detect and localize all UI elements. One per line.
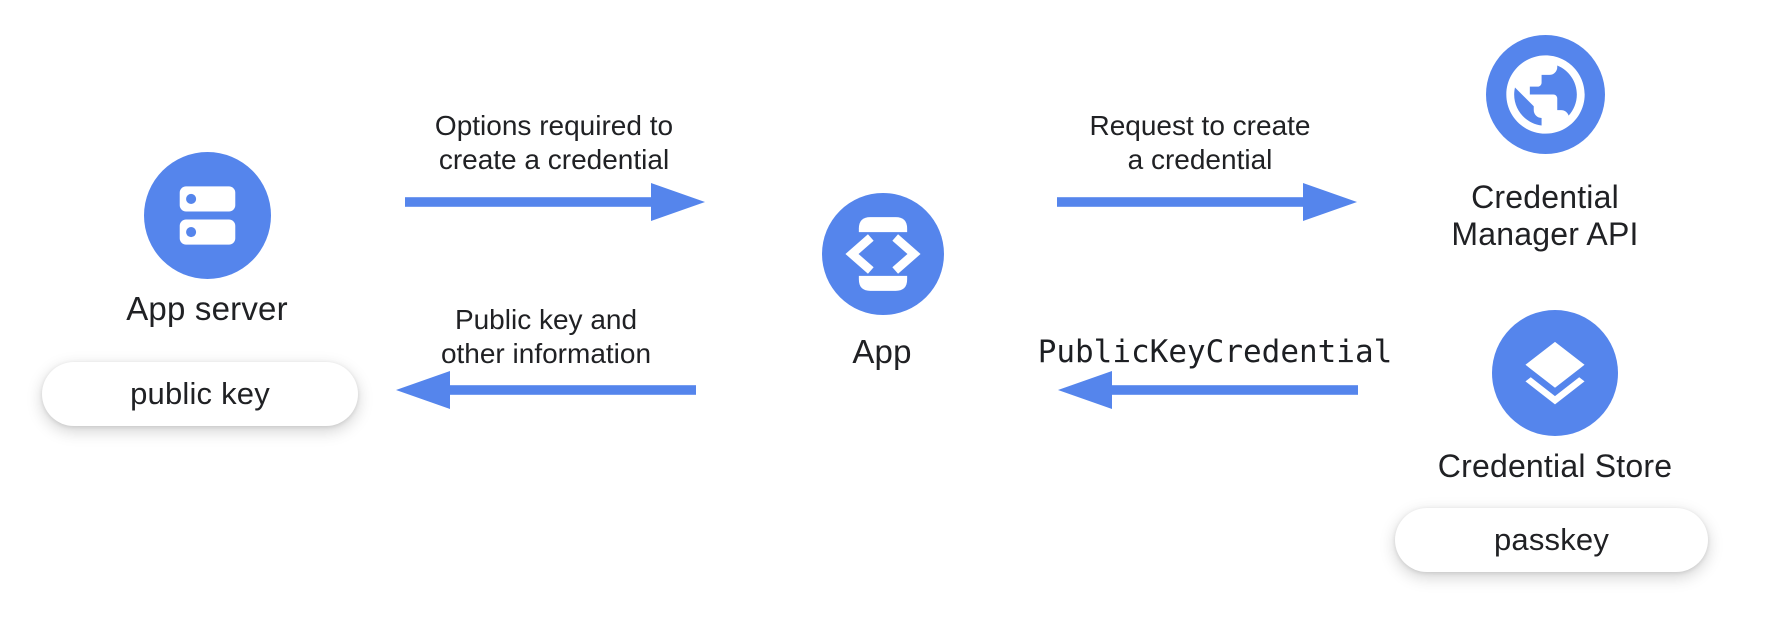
arrow-label-request: Request to create a credential	[1060, 109, 1340, 177]
app-label: App	[852, 333, 912, 370]
arrow-label-request-line2: a credential	[1127, 144, 1273, 175]
public-key-badge: public key	[42, 362, 358, 426]
passkey-badge-label: passkey	[1493, 522, 1610, 557]
arrow-right-request	[1057, 180, 1357, 224]
arrow-right-options	[405, 180, 705, 224]
arrow-left-publickeycredential	[1058, 368, 1358, 412]
globe-icon	[1486, 35, 1605, 154]
credential-store-label: Credential Store	[1437, 448, 1673, 484]
server-icon	[144, 152, 271, 279]
arrow-left-publickey-info	[396, 368, 696, 412]
credential-manager-api-label-line1: Credential	[1471, 179, 1619, 215]
app-server-label: App server	[126, 290, 288, 327]
arrow-label-request-line1: Request to create	[1089, 110, 1311, 141]
layers-icon	[1492, 310, 1618, 436]
passkey-badge: passkey	[1395, 508, 1708, 572]
arrow-label-options: Options required to create a credential	[405, 109, 703, 177]
arrow-label-publickey-info: Public key and other information	[420, 303, 672, 371]
public-key-badge-label: public key	[130, 376, 270, 411]
arrow-label-options-line2: create a credential	[438, 144, 670, 175]
arrow-label-options-line1: Options required to	[434, 110, 674, 141]
arrow-label-publickeycredential: PublicKeyCredential	[1037, 334, 1393, 370]
arrow-label-publickey-info-line1: Public key and	[454, 304, 638, 335]
phone-code-icon	[822, 193, 944, 315]
arrow-label-publickey-info-line2: other information	[440, 338, 652, 369]
credential-manager-api-label: Credential Manager API	[1430, 179, 1660, 253]
credential-manager-api-label-line2: Manager API	[1451, 216, 1639, 252]
